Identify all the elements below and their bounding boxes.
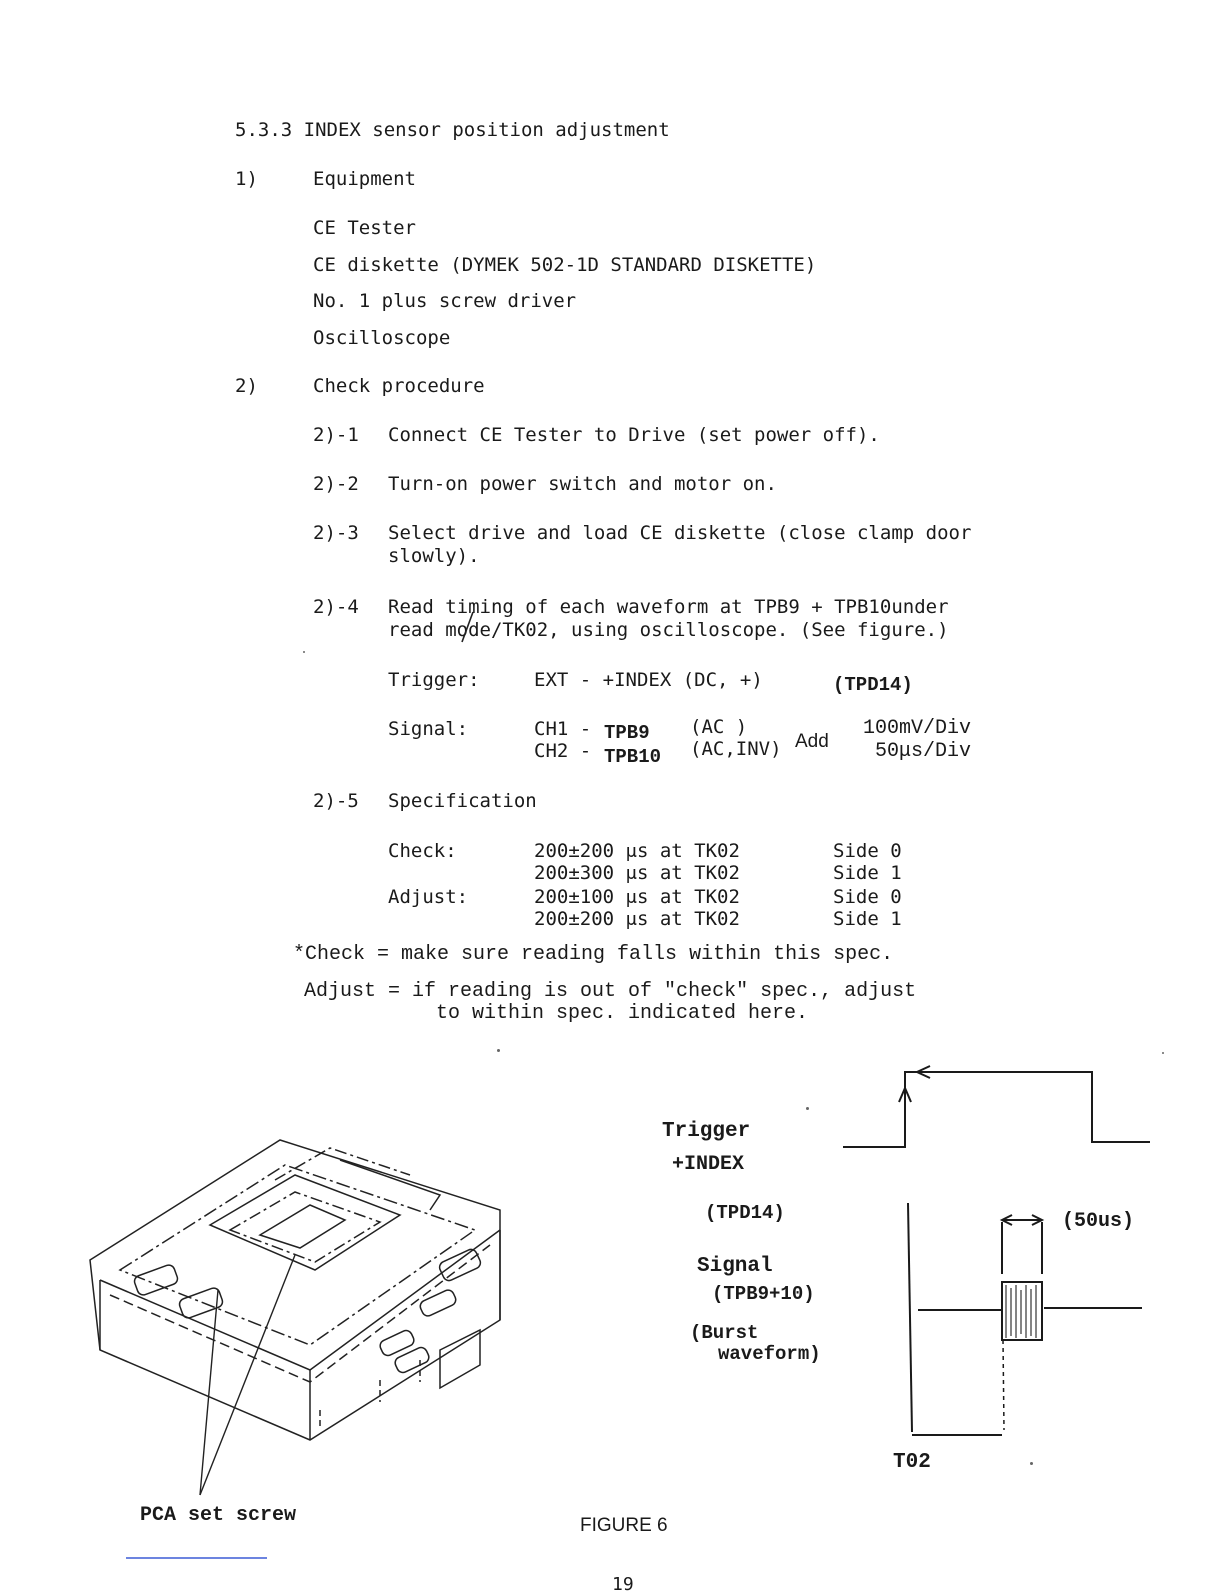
equipment-item: CE diskette (DYMEK 502-1D STANDARD DISKE… bbox=[313, 254, 817, 276]
time-per-div: 50μs/Div bbox=[875, 740, 972, 763]
trigger-label-fig: Trigger bbox=[662, 1120, 751, 1143]
step-text: read mode/TK02, using oscilloscope. (See… bbox=[388, 619, 949, 641]
signal-label-fig: Signal bbox=[697, 1255, 773, 1278]
tpb-label-fig: (TPB9+10) bbox=[712, 1283, 815, 1305]
step-number: 2)-3 bbox=[313, 522, 359, 544]
figure-caption: FIGURE 6 bbox=[580, 1515, 668, 1536]
ch2-name: CH2 - bbox=[534, 740, 592, 762]
tpd14-label-fig: (TPD14) bbox=[705, 1202, 785, 1224]
page-number: 19 bbox=[612, 1574, 634, 1595]
step-text: Connect CE Tester to Drive (set power of… bbox=[388, 424, 880, 446]
ch1-testpoint: TPB9 bbox=[604, 722, 650, 744]
ch1-name: CH1 - bbox=[534, 718, 592, 740]
spec-row-side: Side 1 bbox=[833, 862, 902, 884]
step-text: Read timing of each waveform at TPB9 + T… bbox=[388, 596, 949, 618]
step-number: 2)-2 bbox=[313, 473, 359, 495]
ch1-mode: (AC ) bbox=[690, 716, 748, 738]
equipment-item: CE Tester bbox=[313, 217, 416, 239]
adjust-note: Adjust = if reading is out of "check" sp… bbox=[304, 980, 917, 1003]
step-text: slowly). bbox=[388, 545, 480, 567]
spec-row-value: 200±300 μs at TK02 bbox=[534, 862, 740, 884]
step-number: 2)-1 bbox=[313, 424, 359, 446]
burst-label-fig: (Burst bbox=[690, 1322, 759, 1344]
volts-per-div: 100mV/Div bbox=[863, 717, 972, 740]
step-text: Turn-on power switch and motor on. bbox=[388, 473, 777, 495]
procedure-heading: Check procedure bbox=[313, 375, 485, 397]
waveform-label-fig: waveform) bbox=[718, 1343, 821, 1365]
equipment-item: Oscilloscope bbox=[313, 327, 451, 349]
spec-row-label: Adjust: bbox=[388, 886, 469, 908]
add-label: Add bbox=[795, 731, 829, 752]
spec-row-value: 200±200 μs at TK02 bbox=[534, 840, 740, 862]
spec-row-side: Side 0 bbox=[833, 886, 902, 908]
equipment-number: 1) bbox=[235, 168, 258, 190]
equipment-item: No. 1 plus screw driver bbox=[313, 290, 577, 312]
pca-set-screw-label: PCA set screw bbox=[140, 1504, 297, 1527]
spec-row-side: Side 1 bbox=[833, 908, 902, 930]
scan-speck bbox=[303, 651, 305, 653]
trigger-label: Trigger: bbox=[388, 669, 480, 691]
spec-heading: Specification bbox=[388, 790, 537, 812]
scan-speck bbox=[497, 1049, 500, 1052]
spec-row-value: 200±100 μs at TK02 bbox=[534, 886, 740, 908]
signal-label: Signal: bbox=[388, 718, 469, 740]
t02-label: T02 bbox=[893, 1451, 931, 1474]
scan-speck bbox=[1162, 1052, 1164, 1054]
step-number: 2)-5 bbox=[313, 790, 359, 812]
pulse-width-label: (50us) bbox=[1062, 1210, 1135, 1233]
adjust-note-cont: to within spec. indicated here. bbox=[436, 1002, 809, 1025]
section-title: 5.3.3 INDEX sensor position adjustment bbox=[235, 119, 670, 141]
scan-speck bbox=[1030, 1462, 1033, 1465]
drive-illustration bbox=[89, 1139, 501, 1496]
equipment-heading: Equipment bbox=[313, 168, 416, 190]
scan-speck bbox=[806, 1107, 809, 1110]
trigger-point: (TPD14) bbox=[833, 674, 913, 696]
ch2-testpoint: TPB10 bbox=[604, 746, 662, 768]
spec-row-value: 200±200 μs at TK02 bbox=[534, 908, 740, 930]
step-text: Select drive and load CE diskette (close… bbox=[388, 522, 972, 544]
procedure-number: 2) bbox=[235, 375, 258, 397]
spec-row-side: Side 0 bbox=[833, 840, 902, 862]
trigger-value: EXT - +INDEX (DC, +) bbox=[534, 669, 763, 691]
spec-row-label: Check: bbox=[388, 840, 457, 862]
ch2-mode: (AC,INV) bbox=[690, 738, 782, 760]
step-number: 2)-4 bbox=[313, 596, 359, 618]
index-label-fig: +INDEX bbox=[672, 1153, 745, 1176]
check-note: *Check = make sure reading falls within … bbox=[293, 943, 894, 966]
